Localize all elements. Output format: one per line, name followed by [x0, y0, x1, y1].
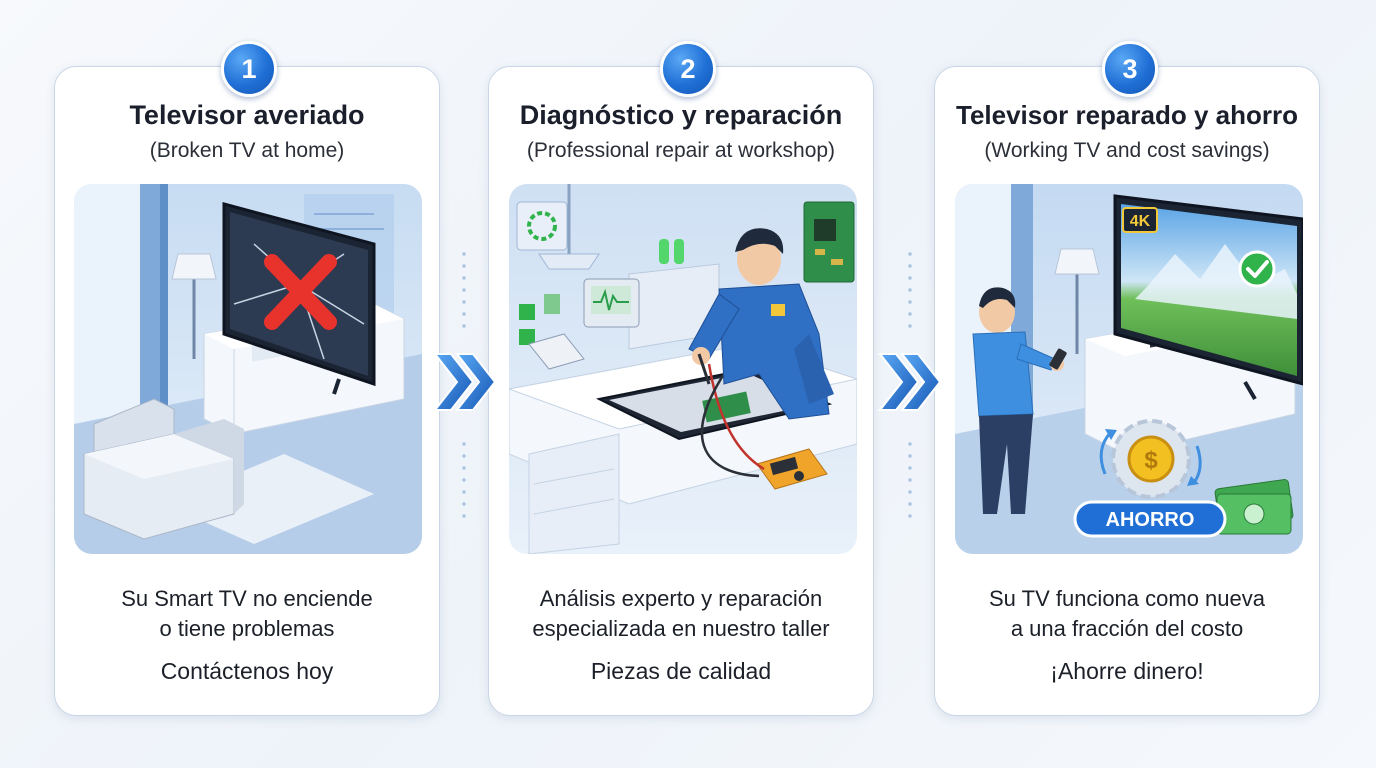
technician-icon: [688, 228, 834, 420]
step-card-1: Televisor averiado (Broken TV at home): [54, 66, 440, 716]
step-3-description-line2: a una fracción del costo: [1010, 616, 1244, 641]
multimeter-icon: [756, 448, 828, 490]
step-1-tagline: Contáctenos hoy: [160, 658, 334, 684]
step-1-description-line2: o tiene problemas: [159, 616, 335, 641]
red-x-icon: [264, 254, 337, 330]
repair-workshop-scene: [509, 184, 857, 554]
banknote-icon: [1214, 479, 1294, 535]
checkmark-icon: [1238, 250, 1276, 288]
step-3-illustration: 4K $: [955, 184, 1303, 554]
step-1-title: Televisor averiado: [129, 100, 365, 130]
step-1-description: Su Smart TV no enciende o tiene problema…: [55, 584, 439, 644]
coin-icon: $: [1111, 419, 1191, 499]
step-2-number-badge: 2: [660, 41, 716, 97]
savings-label: AHORRO: [1106, 509, 1195, 531]
connector-dots-2: [908, 252, 912, 518]
chevron-double-right-icon: [433, 353, 497, 411]
step-3-description: Su TV funciona como nueva a una fracción…: [935, 584, 1319, 644]
step-1-subtitle: (Broken TV at home): [149, 139, 345, 162]
step-2-description-line2: especializada en nuestro taller: [532, 616, 830, 641]
step-3-number-badge: 3: [1102, 41, 1158, 97]
repaired-tv-icon: [1113, 194, 1303, 401]
step-3-description-line1: Su TV funciona como nueva: [989, 586, 1265, 611]
step-3-title: Televisor reparado y ahorro: [956, 100, 1298, 130]
chevron-double-right-icon-2: [878, 353, 942, 411]
step-2-subtitle: (Professional repair at workshop): [526, 139, 836, 162]
step-1-illustration: [74, 184, 422, 554]
step-3-subtitle: (Working TV and cost savings): [984, 139, 1270, 162]
step-2-tagline: Piezas de calidad: [590, 658, 772, 684]
step-2-title: Diagnóstico y reparación: [519, 100, 843, 130]
step-1-number-badge: 1: [221, 41, 277, 97]
svg-text:$: $: [1144, 447, 1158, 474]
tv-4k-badge: 4K: [1130, 213, 1151, 230]
person-with-remote: [972, 287, 1067, 514]
step-card-2: Diagnóstico y reparación (Professional r…: [488, 66, 874, 716]
step-2-illustration: [509, 184, 857, 554]
step-2-description-line1: Análisis experto y reparación: [539, 586, 823, 611]
step-card-3: Televisor reparado y ahorro (Working TV …: [934, 66, 1320, 716]
connector-dots-1: [462, 252, 466, 518]
step-2-description: Análisis experto y reparación especializ…: [489, 584, 873, 644]
circuit-board-icon: [803, 201, 855, 283]
armchair: [83, 398, 244, 540]
step-1-description-line1: Su Smart TV no enciende: [121, 586, 373, 611]
step-3-tagline: ¡Ahorre dinero!: [1050, 658, 1204, 684]
broken-tv-room-scene: [74, 184, 422, 554]
repaired-tv-savings-scene: 4K $: [955, 184, 1303, 554]
